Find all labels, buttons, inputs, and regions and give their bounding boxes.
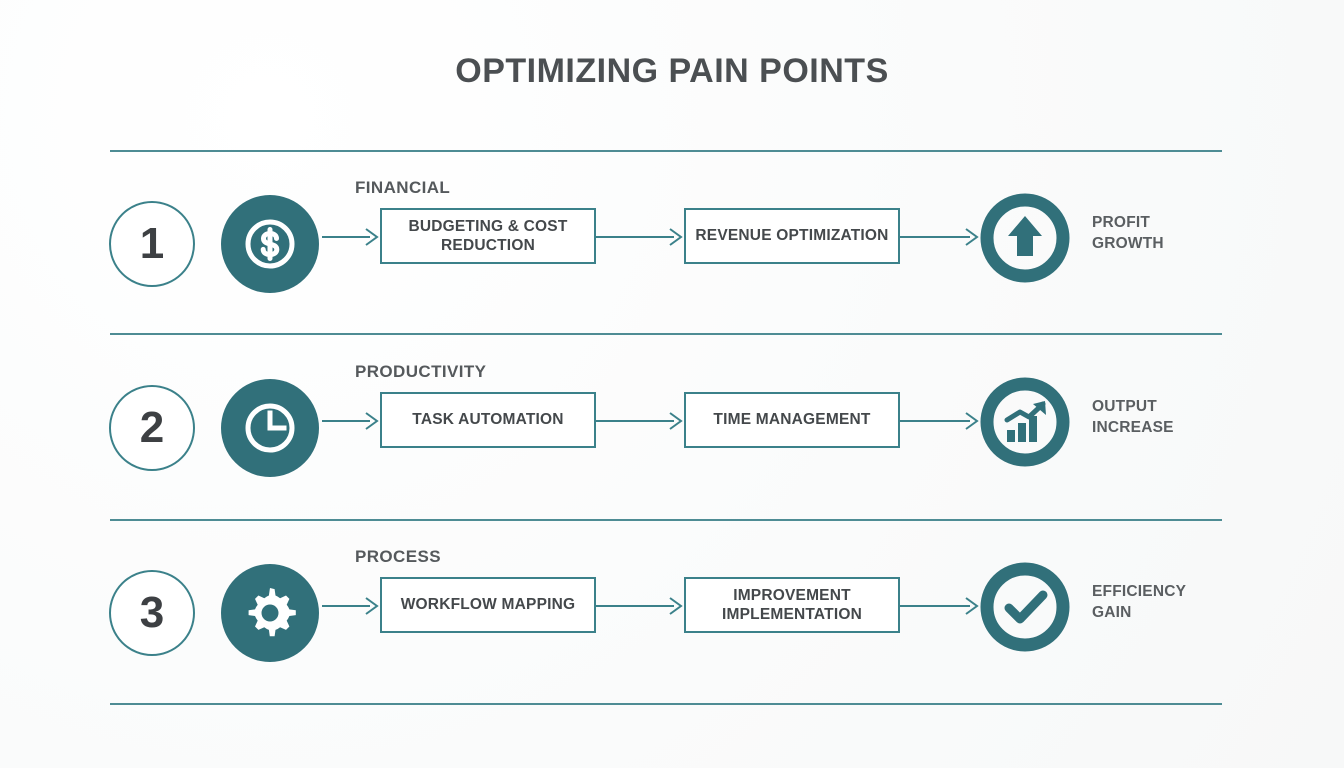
result-label: OUTPUT INCREASE (1092, 398, 1174, 436)
divider-bottom (110, 703, 1222, 705)
arrow-icon (900, 597, 980, 615)
process-row-productivity: 2 PRODUCTIVITY TASK AUTOMATION TIME MANA… (0, 352, 1344, 512)
process-step-box[interactable]: BUDGETING & COST REDUCTION (380, 208, 596, 264)
arrow-icon (322, 412, 380, 430)
arrow-icon (900, 228, 980, 246)
divider-top (110, 150, 1222, 152)
gear-icon (221, 564, 319, 662)
divider-row2-row3 (110, 519, 1222, 521)
category-label: PRODUCTIVITY (355, 362, 487, 381)
growth-chart-icon (979, 376, 1071, 468)
process-row-financial: 1 FINANCIAL BUDGETING & COST REDUCTION R… (0, 168, 1344, 328)
dollar-coin-icon (221, 195, 319, 293)
category-label: PROCESS (355, 547, 441, 566)
category-label: FINANCIAL (355, 178, 451, 197)
page-title: OPTIMIZING PAIN POINTS (455, 52, 889, 90)
result-label: PROFIT GROWTH (1092, 214, 1164, 252)
result-label: EFFICIENCY GAIN (1092, 583, 1187, 621)
clock-icon (221, 379, 319, 477)
arrow-icon (900, 412, 980, 430)
arrow-icon (322, 228, 380, 246)
step-number-circle: 3 (109, 570, 195, 656)
check-circle-icon (979, 561, 1071, 653)
process-step-box[interactable]: TASK AUTOMATION (380, 392, 596, 448)
process-step-box[interactable]: WORKFLOW MAPPING (380, 577, 596, 633)
arrow-icon (596, 412, 684, 430)
divider-row1-row2 (110, 333, 1222, 335)
step-number-circle: 2 (109, 385, 195, 471)
arrow-icon (596, 228, 684, 246)
up-arrow-circle-icon (979, 192, 1071, 284)
process-step-box[interactable]: IMPROVEMENT IMPLEMENTATION (684, 577, 900, 633)
step-number-circle: 1 (109, 201, 195, 287)
process-step-box[interactable]: REVENUE OPTIMIZATION (684, 208, 900, 264)
arrow-icon (596, 597, 684, 615)
process-row-process: 3 PROCESS WORKFLOW MAPPING IMPROVEME (0, 537, 1344, 697)
process-step-box[interactable]: TIME MANAGEMENT (684, 392, 900, 448)
arrow-icon (322, 597, 380, 615)
